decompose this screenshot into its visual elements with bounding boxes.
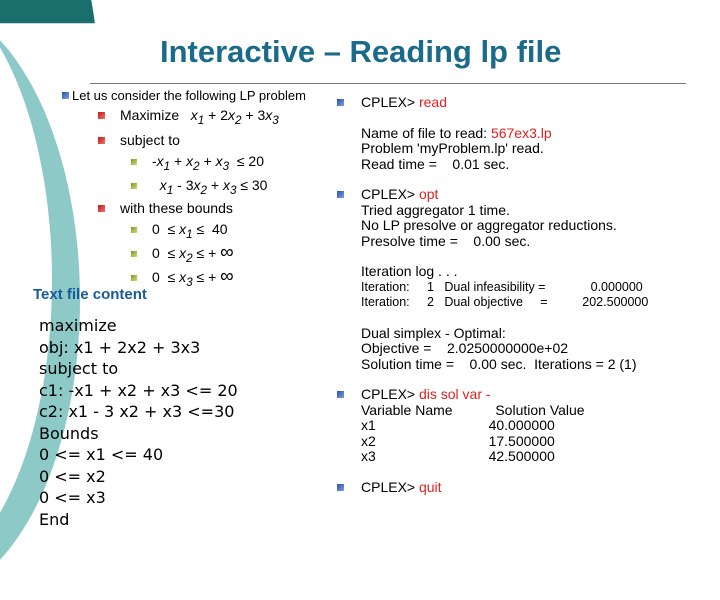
output-line: No LP presolve or aggregator reductions. [361,217,617,233]
constraint-1: -x1 + x2 + x3 ≤ 20 [131,153,306,173]
bound-2: 0 ≤ x2 ≤ + ∞ [131,243,306,265]
solution-header: Variable Name Solution Value [361,401,585,418]
cplex-prompt: CPLEX> [361,386,416,402]
file-line: maximize [39,316,117,335]
filename: 567ex3.lp [490,124,552,141]
bullet-square-icon [131,158,137,165]
cplex-command: dis sol var - [418,386,491,402]
solution-row: x1 40.000000 [361,417,555,433]
output-line: Dual simplex - Optimal: [361,324,506,341]
output-line: Presolve time = 0.00 sec. [361,232,531,249]
cplex-prompt: CPLEX> [361,478,416,495]
maximize-label: Maximize [120,107,180,123]
iteration-line: Iteration: 1 Dual infeasibility = 0.0000… [361,279,643,294]
bullet-square-icon [337,191,344,198]
cplex-prompt: CPLEX> [361,186,416,202]
bullet-square-icon [98,112,105,119]
bullet-square-icon [62,92,69,99]
output-line: Iteration log . . . [361,263,458,279]
bullet-square-icon [131,251,137,258]
cplex-quit-block: CPLEX> quit [337,478,648,496]
output-line: Problem 'myProblem.lp' read. [361,140,544,156]
file-line: c2: x1 - 3 x2 + x3 <=30 [39,402,235,421]
bullet-square-icon [131,274,137,281]
bullet-square-icon [98,136,105,144]
cplex-session: CPLEX> read Name of file to read: 567ex3… [337,94,649,496]
bullet-square-icon [131,227,137,234]
spacer [337,372,648,387]
spacer [361,249,648,264]
subject-to-bullet: subject to [98,132,306,148]
solution-row: x3 42.500000 [361,448,555,464]
file-line: c1: -x1 + x2 + x3 <= 20 [39,380,238,400]
output-line: Name of file to read: [361,124,491,141]
bounds-label: with these bounds [120,200,233,217]
file-line: obj: x1 + 2x2 + 3x3 [39,337,201,357]
slide-title: Interactive – Reading lp file [160,34,562,69]
constraint-2: x1 - 3x2 + x3 ≤ 30 [131,177,306,196]
file-line: 0 <= x1 <= 40 [39,445,164,464]
spacer [361,311,648,326]
spacer [337,465,648,480]
bounds-bullet: with these bounds [98,200,306,216]
intro-bullet: Let us consider the following LP problem [62,88,306,103]
cplex-display-block: CPLEX> dis sol var - Variable Name Solut… [337,386,648,465]
lp-problem-panel: Let us consider the following LP problem… [62,88,306,293]
file-line: subject to [39,359,119,378]
cplex-command: quit [418,478,442,495]
output-line: Read time = 0.01 sec. [361,155,510,172]
output-line: Tried aggregator 1 time. [361,201,510,218]
maximize-bullet: Maximize x1 + 2x2 + 3x3 [98,107,306,127]
bullet-square-icon [337,483,344,491]
bullet-square-icon [98,205,105,213]
bullet-square-icon [131,182,137,189]
output-line: Solution time = 0.00 sec. Iterations = 2… [361,355,637,372]
bound-1: 0 ≤ x1 ≤ 40 [131,221,306,241]
intro-text: Let us consider the following LP problem [72,88,306,103]
cplex-opt-block: CPLEX> opt Tried aggregator 1 time. No L… [337,186,649,372]
bullet-square-icon [337,391,344,398]
cplex-command: read [418,94,448,110]
cplex-prompt: CPLEX> [361,94,416,110]
subject-to-label: subject to [120,131,180,148]
file-line: 0 <= x2 [39,466,106,486]
text-file-content: maximize obj: x1 + 2x2 + 3x3 subject to … [39,315,238,530]
decorative-arc-teal [0,0,100,24]
text-file-heading: Text file content [33,286,147,303]
file-line: End [39,509,70,529]
output-line: Objective = 2.0250000000e+02 [361,340,569,356]
bound-3: 0 ≤ x3 ≤ + ∞ [131,267,306,289]
spacer [361,111,648,126]
iteration-line: Iteration: 2 Dual objective = 202.500000 [361,295,649,309]
cplex-command: opt [418,186,439,202]
spacer [337,172,648,187]
bullet-square-icon [337,99,344,106]
cplex-read-block: CPLEX> read Name of file to read: 567ex3… [337,94,648,172]
file-line: 0 <= x3 [39,488,106,507]
file-line: Bounds [39,423,99,443]
solution-row: x2 17.500000 [361,432,555,449]
title-divider [90,83,686,84]
